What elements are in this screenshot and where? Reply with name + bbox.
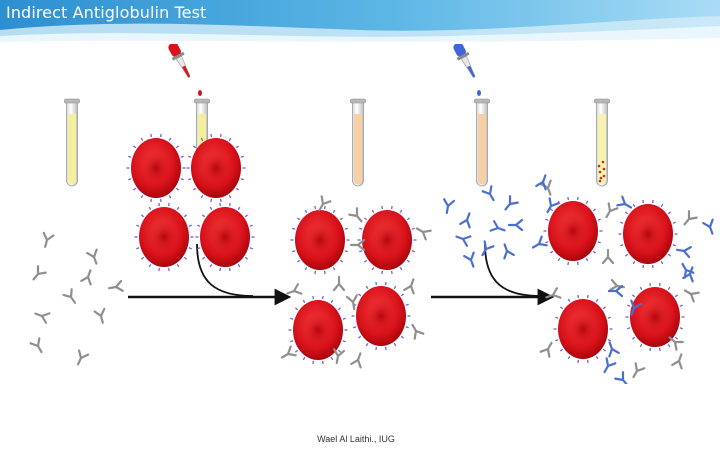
antiglobulin-bridge-4 (676, 246, 692, 259)
droppers (168, 44, 481, 96)
free-antiglobulin-10 (507, 218, 524, 232)
cross-linked-antibody-5 (683, 210, 698, 226)
indirect-antiglobulin-diagram (29, 44, 714, 384)
cross-linked-antibody-3 (605, 202, 619, 219)
bound-antibody-5 (286, 283, 303, 295)
free-antiglobulin-8 (463, 251, 475, 268)
red-blood-cell-4 (195, 202, 255, 272)
reaction-arrows (128, 243, 555, 306)
antiglobulin-bridge-2 (546, 197, 560, 214)
free-antibody-9 (29, 337, 43, 354)
free-antibody-5 (62, 288, 77, 304)
red-drop (198, 90, 202, 96)
slide-title: Indirect Antiglobulin Test (6, 3, 207, 22)
bound-antibody-8 (403, 278, 415, 295)
bound-antibody-10 (350, 352, 362, 369)
red-blood-cell-1 (126, 133, 186, 203)
cross-linked-antibody-12 (539, 341, 553, 358)
red-cells-dropper (168, 44, 191, 78)
red-blood-cell-3 (134, 202, 194, 272)
bound-antibody-2 (348, 207, 363, 223)
test-tube-sensitized-cells (350, 98, 366, 187)
header-wave-background (0, 0, 720, 48)
free-antibody-10 (76, 349, 90, 366)
test-tube-agglutination (594, 98, 610, 187)
free-antibody-6 (108, 279, 124, 292)
free-antiglobulin-6 (455, 235, 472, 247)
bound-antibody-12 (333, 348, 346, 364)
antibodies (29, 174, 714, 384)
red-blood-cell-6 (357, 205, 417, 275)
red-blood-cell-11 (553, 294, 613, 364)
slide-header: Indirect Antiglobulin Test (0, 0, 720, 48)
cross-linked-antibody-10 (630, 299, 642, 316)
antiglobulin-bridge-5 (682, 266, 694, 283)
bound-antibody-9 (411, 323, 425, 340)
antiglobulin-bridge-7 (614, 371, 629, 384)
cross-linked-antibody-15 (632, 362, 646, 379)
red-blood-cell-10 (618, 199, 678, 269)
free-antibody-7 (34, 312, 51, 324)
footer-credit: Wael Al Laithi., IUG (317, 434, 395, 444)
red-blood-cell-12 (625, 282, 685, 352)
slide-footer: Wael Al Laithi., IUG (0, 434, 720, 444)
free-antiglobulin-9 (503, 243, 515, 260)
red-blood-cell-5 (290, 205, 350, 275)
free-antibody-8 (93, 307, 106, 324)
reaction-arrow-1 (128, 243, 292, 306)
free-antibody-4 (80, 269, 92, 286)
cross-linked-antibody-4 (616, 195, 633, 209)
free-antibody-3 (32, 265, 47, 281)
test-tube-patient-serum (64, 98, 80, 187)
red-blood-cell-9 (543, 196, 603, 266)
free-antibody-2 (86, 248, 98, 265)
antiglobulin-bridge-3 (702, 218, 714, 235)
bound-antibody-4 (415, 227, 432, 241)
blue-drop (477, 90, 481, 96)
antiglobulin-dropper (453, 44, 476, 78)
red-blood-cell-7 (288, 295, 348, 365)
cross-linked-antibody-13 (608, 341, 620, 358)
free-antiglobulin-7 (481, 240, 495, 257)
red-blood-cell-8 (351, 281, 411, 351)
test-tube-add-antiglobulin (474, 98, 490, 187)
bound-antibody-1 (318, 195, 332, 212)
antiglobulin-bridge-1 (535, 174, 547, 191)
free-antibody-1 (42, 231, 55, 248)
red-blood-cells (126, 133, 685, 365)
free-antiglobulin-3 (504, 195, 519, 211)
antiglobulin-bridge-6 (603, 357, 617, 374)
bound-antibody-11 (280, 345, 297, 359)
reaction-arrow-2 (431, 243, 555, 306)
free-antiglobulin-4 (459, 212, 471, 229)
free-antiglobulin-5 (489, 220, 506, 232)
cross-linked-antibody-11 (683, 289, 700, 303)
cross-linked-antibody-17 (668, 336, 684, 351)
free-antiglobulin-2 (481, 185, 495, 202)
bound-antibody-6 (332, 275, 346, 292)
diagram-area (20, 44, 716, 384)
cross-linked-antibody-1 (531, 235, 548, 249)
cross-linked-antibody-14 (671, 353, 683, 370)
cross-linked-antibody-16 (607, 284, 624, 298)
bound-antibody-3 (349, 238, 366, 252)
free-antiglobulin-1 (443, 198, 456, 214)
red-blood-cell-2 (186, 133, 246, 203)
cross-linked-antibody-8 (545, 287, 562, 299)
bound-antibody-7 (345, 294, 358, 310)
cross-linked-antibody-6 (601, 248, 615, 265)
